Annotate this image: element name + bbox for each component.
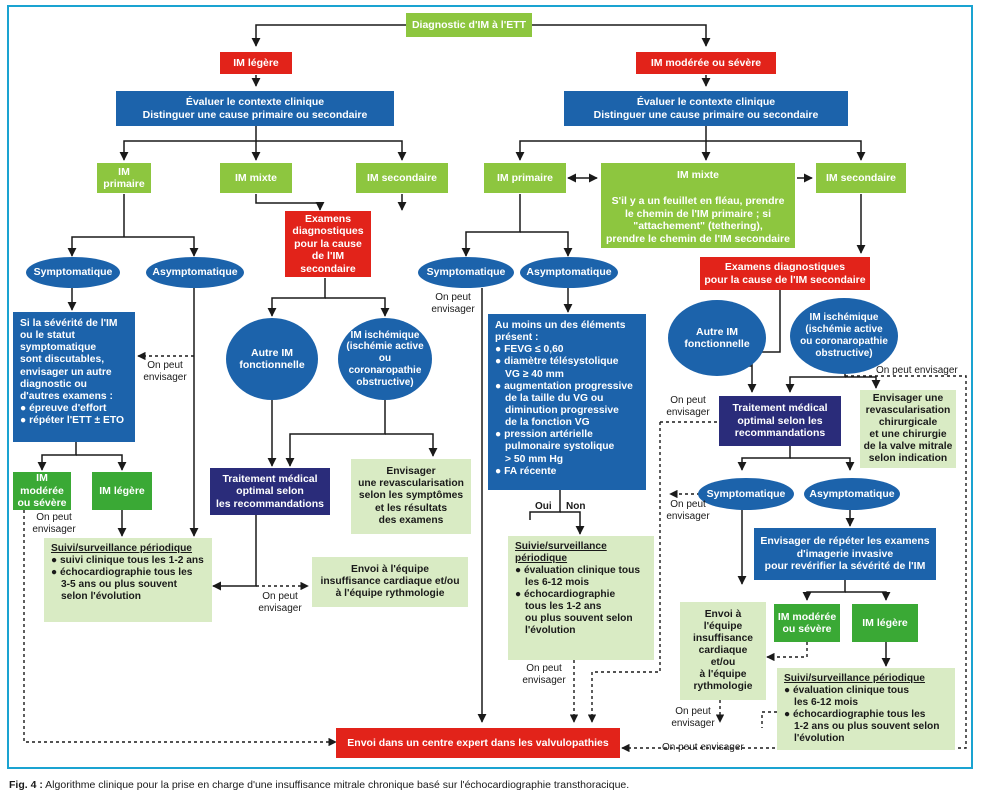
right-oval-symptomatique-2: Symptomatique [698,478,794,510]
edge-left-box-legere [76,454,127,471]
edge-left-exam-autre [267,278,326,317]
right-im-mixte: IM mixte S'il y a un feuillet en fléau, … [601,163,795,248]
left-im-legere-2: IM légère [92,472,152,510]
label-non: Non [566,501,586,512]
edge-right-prim-asympt [520,231,573,257]
right-suivi-surveillance: Suivi/surveillance périodique● évaluatio… [777,668,955,750]
dashed-right-isch-expert [621,375,967,753]
right-im-secondaire: IM secondaire [816,163,906,193]
edge-right-prim-sympt [461,194,521,257]
label-oui: Oui [535,501,552,512]
edge-left-ctx-secondaire [256,140,407,161]
edge-right-rep-legere [845,591,891,601]
dashed-right-modsev-envoi [766,642,808,662]
edge-right-trait-asympt [790,457,855,471]
edge-left-box-modsev [37,442,77,471]
left-oval-asymptomatique: Asymptomatique [146,257,244,288]
diagram-frame [7,5,973,769]
caption-text: Algorithme clinique pour la prise en cha… [42,779,630,791]
dashed-right-suivi-link [761,711,777,728]
edge-right-isch-env [845,376,881,389]
right-severity-moderee: IM modérée ou sévère [636,52,776,74]
root-diagnostic: Diagnostic d'IM à l'ETT [406,13,532,37]
edge-left-prim-sympt [72,194,125,256]
left-suivi-surveillance: Suivi/surveillance périodique● suivi cli… [44,538,212,622]
right-im-legere: IM légère [852,604,918,642]
edge-root-left [251,24,406,47]
left-im-primaire: IM primaire [97,163,151,193]
edge-left-prim-asympt [124,236,199,257]
edge-left-ctx-primaire [119,126,257,161]
left-im-secondaire: IM secondaire [356,163,448,193]
dashed-right-trait-expert [587,422,661,723]
edge-right-trait-sympt [737,446,791,471]
edge-right-ctx-primaire [515,126,707,161]
right-oval-asymptomatique: Asymptomatique [520,257,618,288]
edge-right-ctx-secondaire [706,140,866,161]
edge-right-oui [529,490,561,520]
right-im-primaire: IM primaire [484,163,566,193]
edge-left-isch-trait [285,400,386,467]
edge-left-trait-suivi [212,515,257,591]
left-im-mixte: IM mixte [220,163,292,193]
right-oval-symptomatique: Symptomatique [418,257,514,288]
edge-left-exam-isch [325,297,390,317]
dashed-left-modsev-expert [23,510,337,747]
note-right-bottom: On peut envisager [662,742,744,753]
edge-right-non [560,511,585,535]
left-oval-symptomatique: Symptomatique [26,257,120,288]
edge-root-right [532,24,711,47]
envoi-centre-expert: Envoi dans un centre expert dans les val… [336,728,620,758]
left-severity-legere: IM légère [220,52,292,74]
note-right-isch: On peut envisager [876,365,958,376]
edge-left-isch-env [385,433,438,457]
edge-right-rep-modsev [802,580,846,601]
right-oval-asymptomatique-2: Asymptomatique [804,478,900,510]
edge-right-exam-trait [747,288,781,393]
figure-caption: Fig. 4 : Algorithme clinique pour la pri… [9,779,629,791]
caption-label: Fig. 4 : [9,779,43,791]
edge-left-mixte-exam [255,194,325,211]
